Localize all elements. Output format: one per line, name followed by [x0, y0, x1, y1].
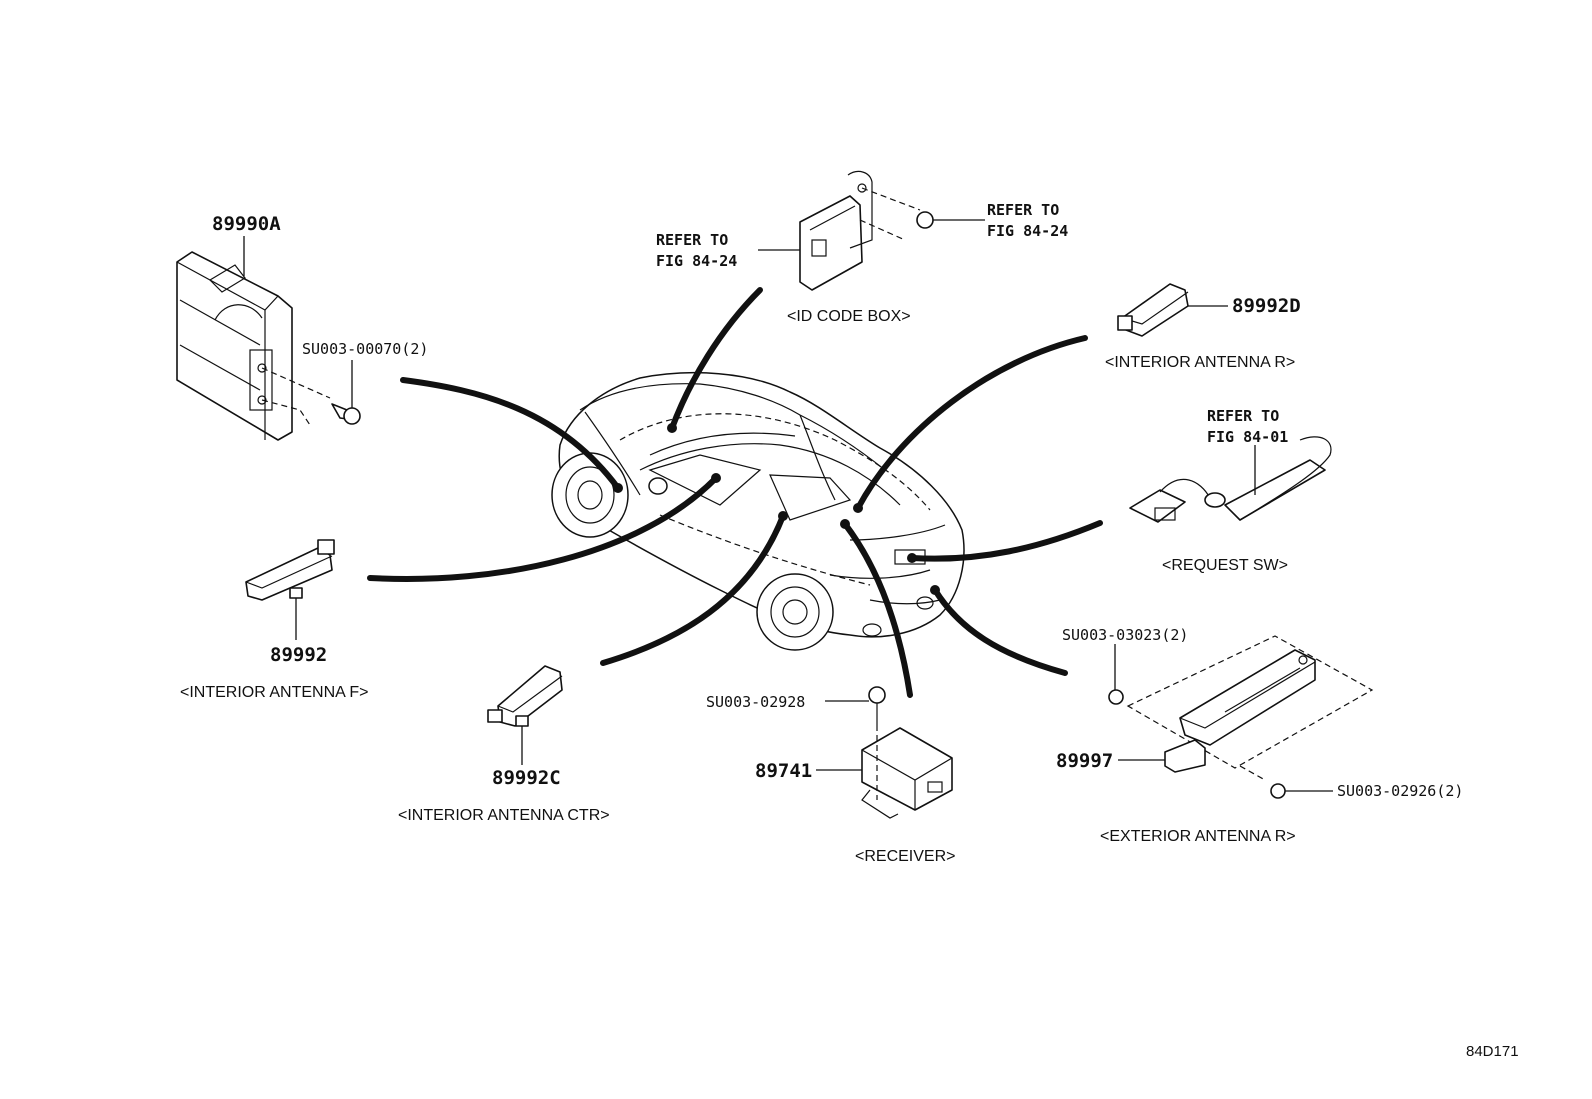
id-box-refer-left-2: FIG 84-24: [656, 252, 737, 270]
pointer-antenna-f: [367, 475, 719, 582]
interior-antenna-f-number: 89992: [270, 644, 327, 666]
pointer-ecu: [400, 377, 621, 491]
exterior-antenna-nut-number: SU003-03023(2): [1062, 626, 1188, 644]
interior-antenna-f-label: <INTERIOR ANTENNA F>: [180, 684, 368, 701]
request-sw-part: [1129, 436, 1332, 523]
receiver-number: 89741: [755, 760, 812, 782]
vehicle-outline: [551, 372, 965, 651]
request-sw-refer-1: REFER TO: [1207, 407, 1279, 425]
id-code-box-part: [758, 170, 985, 291]
interior-antenna-ctr-label: <INTERIOR ANTENNA CTR>: [398, 807, 610, 824]
ecu-part: [176, 236, 361, 441]
interior-antenna-r-number: 89992D: [1232, 295, 1301, 317]
exterior-antenna-r-number: 89997: [1056, 750, 1113, 772]
id-box-refer-left-1: REFER TO: [656, 231, 728, 249]
request-sw-refer-2: FIG 84-01: [1207, 428, 1288, 446]
receiver-label: <RECEIVER>: [855, 848, 955, 865]
exterior-antenna-r-part: [1108, 635, 1374, 799]
figure-code: 84D171: [1466, 1043, 1519, 1060]
interior-antenna-ctr-number: 89992C: [492, 767, 561, 789]
ecu-part-number: 89990A: [212, 213, 281, 235]
receiver-part: [816, 686, 953, 819]
interior-antenna-ctr-part: [487, 665, 563, 765]
pointer-request-sw: [909, 520, 1103, 562]
interior-antenna-r-part: [1117, 283, 1228, 337]
pointer-id-code-box: [669, 287, 763, 431]
receiver-bolt-number: SU003-02928: [706, 693, 805, 711]
pointer-lines: [367, 287, 1103, 698]
pointer-receiver: [842, 521, 913, 698]
interior-antenna-r-label: <INTERIOR ANTENNA R>: [1105, 354, 1295, 371]
pointer-antenna-r: [855, 335, 1088, 511]
id-code-box-label: <ID CODE BOX>: [787, 308, 911, 325]
request-sw-label: <REQUEST SW>: [1162, 557, 1288, 574]
exterior-antenna-r-label: <EXTERIOR ANTENNA R>: [1100, 828, 1296, 845]
id-box-refer-right-2: FIG 84-24: [987, 222, 1068, 240]
ecu-bolt-number: SU003-00070(2): [302, 340, 428, 358]
pointer-exterior-antenna: [932, 587, 1068, 676]
interior-antenna-f-part: [245, 539, 335, 640]
id-box-refer-right-1: REFER TO: [987, 201, 1059, 219]
pointer-antenna-ctr: [600, 513, 786, 666]
exterior-antenna-screw-number: SU003-02926(2): [1337, 782, 1463, 800]
